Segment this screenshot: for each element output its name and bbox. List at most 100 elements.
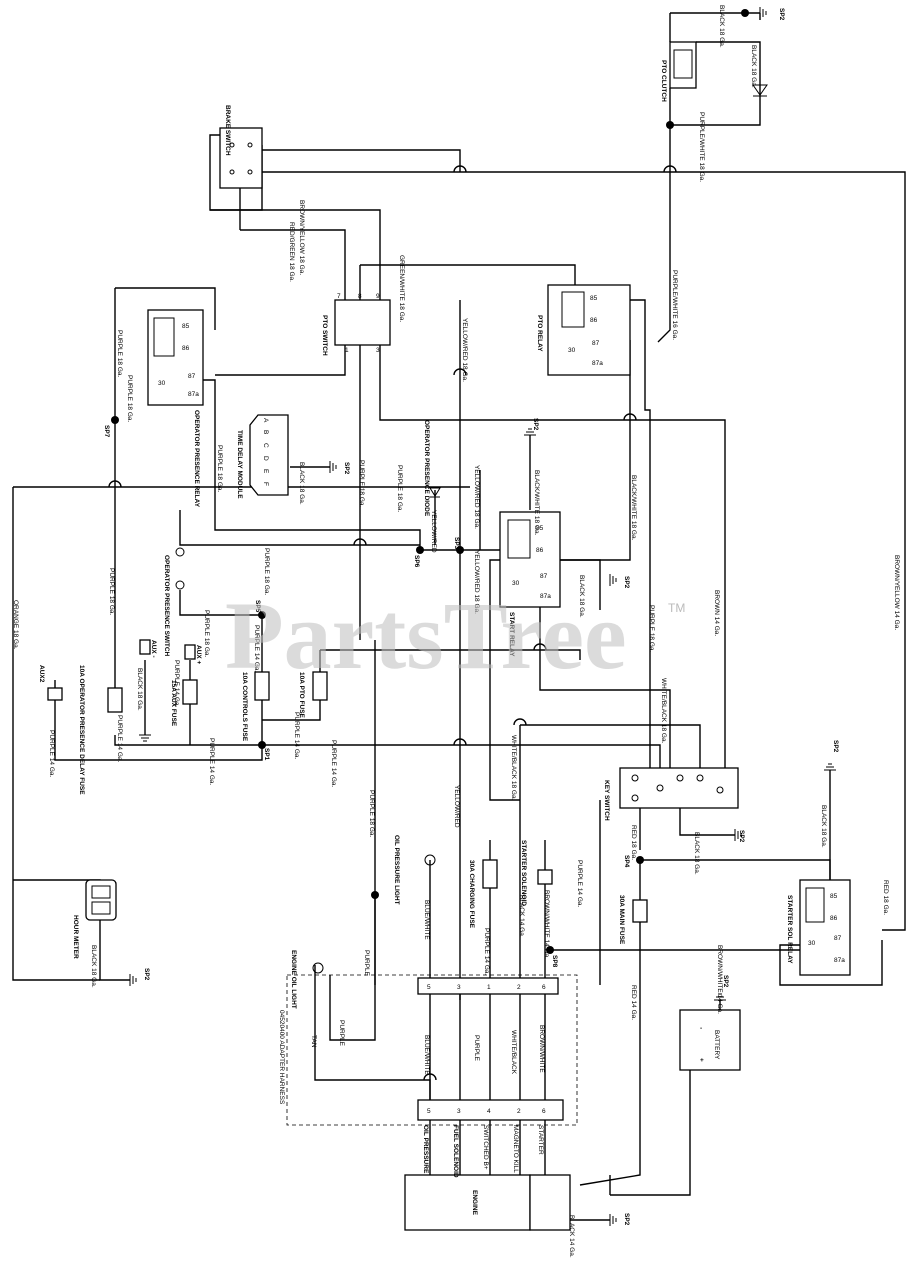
- svg-text:PURPLE: PURPLE: [473, 1035, 480, 1062]
- battery-label: BATTERY: [713, 1030, 720, 1060]
- aux2-label: AUX2: [38, 665, 45, 683]
- svg-text:BLACK 18 Ga.: BLACK 18 Ga.: [578, 575, 585, 618]
- svg-text:PURPLE 18 Ga.: PURPLE 18 Ga.: [108, 568, 115, 616]
- svg-text:OIL PRESSURE: OIL PRESSURE: [422, 1125, 429, 1174]
- svg-text:8: 8: [358, 293, 362, 300]
- svg-text:6: 6: [542, 984, 546, 991]
- aux-plus-label: AUX +: [195, 645, 202, 665]
- svg-text:6: 6: [542, 1108, 546, 1115]
- svg-text:BLACK 18 Ga.: BLACK 18 Ga.: [718, 5, 725, 48]
- svg-text:PartsTree: PartsTree: [225, 582, 627, 689]
- time-delay-module-label: TIME DELAY MODULE: [236, 430, 243, 499]
- svg-text:87: 87: [188, 373, 196, 380]
- svg-text:PURPLE 18 Ga.: PURPLE 18 Ga.: [368, 790, 375, 838]
- hour-meter: HOUR METER: [72, 879, 117, 959]
- svg-text:YELLOW/RED: YELLOW/RED: [453, 785, 460, 828]
- svg-text:C: C: [262, 443, 269, 448]
- svg-text:E: E: [262, 469, 269, 474]
- operator-presence-switch: OPERATOR PRESENCE SWITCH: [163, 547, 185, 657]
- svg-text:TM: TM: [668, 601, 685, 615]
- svg-text:SP5: SP5: [254, 600, 261, 613]
- harness-connector-top: 5 3 1 2 6: [417, 977, 559, 995]
- wire-network: [12, 12, 906, 1221]
- ground-icon: [759, 7, 767, 19]
- svg-text:86: 86: [590, 317, 598, 324]
- svg-text:BLACK 18 Ga.: BLACK 18 Ga.: [136, 668, 143, 711]
- key-switch: KEY SWITCH: [603, 767, 739, 821]
- svg-text:SP2: SP2: [778, 8, 785, 21]
- svg-text:SP2: SP2: [343, 462, 350, 475]
- hour-meter-label: HOUR METER: [72, 915, 79, 959]
- svg-text:PURPLE 18 Ga.: PURPLE 18 Ga.: [116, 330, 123, 378]
- svg-text:A: A: [262, 418, 269, 423]
- controls-fuse-label: 10A CONTROLS FUSE: [241, 672, 248, 742]
- svg-text:87a: 87a: [540, 593, 551, 600]
- svg-text:BLUE/WHITE: BLUE/WHITE: [423, 900, 430, 940]
- ground-icon: [824, 763, 836, 771]
- svg-text:SP4: SP4: [623, 855, 630, 868]
- pto-fuse: 10A PTO FUSE: [298, 671, 328, 719]
- svg-text:PURPLE 18 Ga.: PURPLE 18 Ga.: [126, 375, 133, 423]
- svg-text:SWITCHED B+: SWITCHED B+: [482, 1125, 489, 1170]
- svg-text:SP2: SP2: [722, 975, 729, 988]
- svg-text:9: 9: [376, 293, 380, 300]
- svg-text:30: 30: [512, 580, 520, 587]
- svg-text:1: 1: [345, 347, 349, 354]
- op-delay-fuse-label: 10A OPERATOR PRESENCE DELAY FUSE: [78, 665, 85, 795]
- svg-text:SP6: SP6: [413, 555, 420, 568]
- svg-text:WHITE/BLACK 18 Ga.: WHITE/BLACK 18 Ga.: [660, 678, 667, 744]
- svg-text:PURPLE 18 Ga.: PURPLE 18 Ga.: [358, 460, 365, 508]
- svg-text:BROWN 14 Ga.: BROWN 14 Ga.: [713, 590, 720, 636]
- svg-text:BLACK 18 Ga.: BLACK 18 Ga.: [820, 805, 827, 848]
- svg-text:86: 86: [536, 547, 544, 554]
- svg-text:PURPLE 14 Ga.: PURPLE 14 Ga.: [173, 660, 180, 708]
- starter-solenoid-label: STARTER SOLENOID: [520, 840, 527, 906]
- svg-text:PURPLE 14 Ga.: PURPLE 14 Ga.: [116, 715, 123, 763]
- svg-text:2: 2: [517, 984, 521, 991]
- engine-oil-light: ENGINE OIL LIGHT: [290, 950, 324, 1009]
- start-relay-label: START RELAY: [508, 612, 515, 657]
- svg-text:YELLOW/RED 18 Ga.: YELLOW/RED 18 Ga.: [461, 318, 468, 382]
- svg-text:BLUE/WHITE: BLUE/WHITE: [423, 1035, 430, 1075]
- svg-text:85: 85: [830, 893, 838, 900]
- svg-text:YELLOW/RED: YELLOW/RED: [430, 510, 437, 553]
- svg-text:BLACK/WHITE 18 Ga.: BLACK/WHITE 18 Ga.: [630, 475, 637, 541]
- svg-text:SP1: SP1: [263, 748, 270, 761]
- ground-icon: [734, 829, 742, 841]
- svg-text:-: -: [700, 1025, 702, 1032]
- svg-text:SP2: SP2: [623, 576, 630, 589]
- ground-icon: [139, 734, 151, 742]
- svg-text:SP2: SP2: [738, 830, 745, 843]
- svg-text:87: 87: [540, 573, 548, 580]
- svg-text:BLACK 14 Ga.: BLACK 14 Ga.: [518, 895, 525, 938]
- adapter-harness-outline: 04520400 ADAPTER HARNESS: [278, 974, 578, 1126]
- svg-text:PURPLE 18 Ga.: PURPLE 18 Ga.: [263, 548, 270, 596]
- ground-icon: [714, 993, 726, 1001]
- svg-text:87: 87: [592, 340, 600, 347]
- svg-text:5: 5: [427, 984, 431, 991]
- svg-text:PURPLE 14 Ga.: PURPLE 14 Ga.: [48, 730, 55, 778]
- main-fuse-label: 30A MAIN FUSE: [618, 895, 625, 945]
- aux-plus-connector: AUX +: [184, 644, 202, 665]
- svg-text:PURPLE 14 Ga.: PURPLE 14 Ga.: [483, 928, 490, 976]
- svg-text:PURPLE 18 Ga.: PURPLE 18 Ga.: [396, 465, 403, 513]
- svg-text:+: +: [700, 1057, 704, 1064]
- svg-text:5: 5: [427, 1108, 431, 1115]
- harness-connector-bottom: 5 3 4 2 6: [417, 1099, 564, 1121]
- ground-icon: [609, 574, 617, 586]
- op-presence-diode-label: OPERATOR PRESENCE DIODE: [423, 420, 430, 517]
- svg-text:RED/GREEN 18 Ga.: RED/GREEN 18 Ga.: [288, 222, 295, 282]
- svg-text:SP2: SP2: [143, 968, 150, 981]
- svg-text:RED 18 Ga.: RED 18 Ga.: [882, 880, 889, 915]
- engine-oil-light-label: ENGINE OIL LIGHT: [290, 950, 297, 1009]
- svg-text:7: 7: [337, 293, 341, 300]
- main-fuse: 30A MAIN FUSE: [618, 895, 648, 945]
- svg-text:PURPLE 18 Ga.: PURPLE 18 Ga.: [203, 610, 210, 658]
- svg-text:2: 2: [517, 1108, 521, 1115]
- svg-text:PURPLE/WHITE 18 Ga.: PURPLE/WHITE 18 Ga.: [698, 112, 705, 182]
- wire-labels: BLACK 18 Ga. BLACK 18 Ga. PURPLE/WHITE 1…: [12, 5, 900, 1258]
- svg-text:PURPLE/WHITE 16 Ga.: PURPLE/WHITE 16 Ga.: [671, 270, 678, 340]
- pto-fuse-label: 10A PTO FUSE: [298, 672, 305, 719]
- brake-switch-label: BRAKE SWITCH: [224, 105, 231, 156]
- aux2-connector: AUX2: [38, 665, 63, 701]
